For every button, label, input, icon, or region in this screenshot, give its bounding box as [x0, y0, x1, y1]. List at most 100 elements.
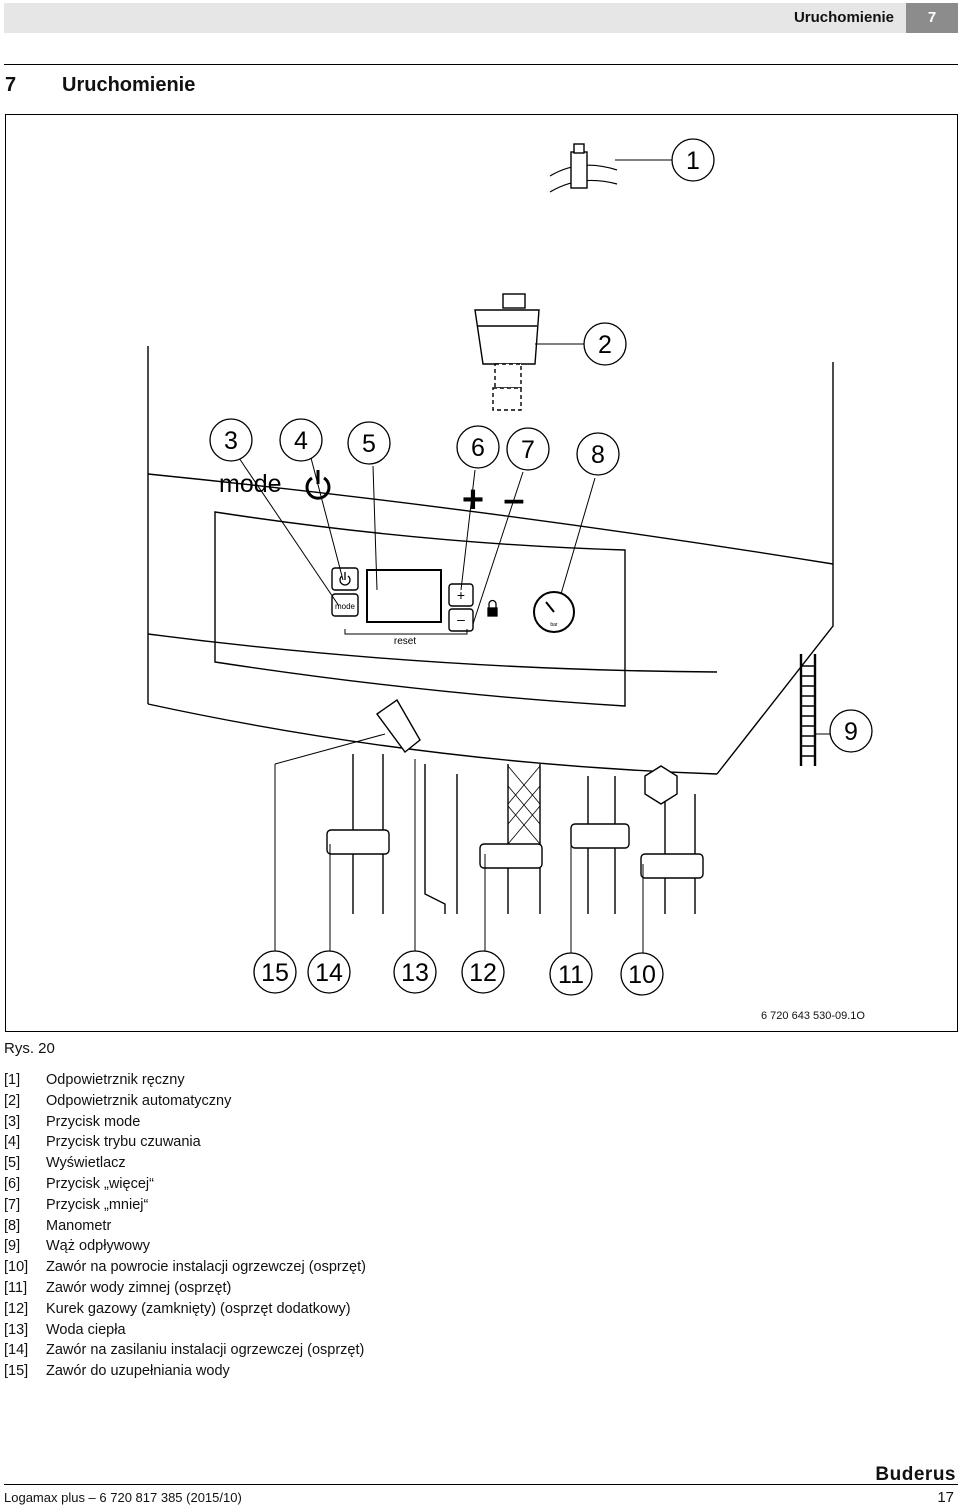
legend-text: Zawór na powrocie instalacji ogrzewczej … [46, 1259, 366, 1276]
header-bar [4, 3, 958, 33]
panel-mode-button [331, 593, 359, 617]
valve-10 [640, 853, 704, 879]
callout-15: 15 [261, 959, 289, 987]
callout-circle-6 [456, 425, 500, 469]
legend-text: Zawór wody zimnej (osprzęt) [46, 1279, 232, 1296]
section-title: Uruchomienie [62, 74, 196, 96]
minus-symbol: – [503, 479, 524, 521]
valve-14 [326, 829, 390, 855]
legend-key: [8] [4, 1217, 21, 1234]
legend-text: Odpowietrznik ręczny [46, 1072, 185, 1088]
boiler-illustration: 1 2 3 4 5 6 7 8 9 10 11 12 13 14 15 mode… [147, 138, 873, 996]
callout-circle-12 [461, 950, 505, 994]
callout-circle-15 [253, 950, 297, 994]
legend-text: Manometr [46, 1217, 112, 1234]
valve-12 [479, 843, 543, 869]
drain-hose [799, 654, 817, 766]
callout-circle-5 [347, 421, 391, 465]
mode-label: mode [219, 470, 282, 498]
legend-text: Odpowietrznik automatyczny [46, 1092, 232, 1109]
manual-vent-body [570, 151, 588, 189]
legend-text: Wąż odpływowy [46, 1238, 150, 1255]
legend-key: [15] [4, 1363, 29, 1380]
legend-key: [1] [4, 1072, 21, 1088]
filling-valve [376, 698, 421, 754]
legend-key: [13] [4, 1321, 29, 1338]
legend-text: Przycisk „mniej“ [46, 1196, 149, 1213]
legend-key: [14] [4, 1342, 29, 1359]
legend-key: [3] [4, 1113, 21, 1130]
auto-vent-body [474, 309, 540, 365]
plus-symbol: + [462, 479, 484, 521]
small-minus-label: – [457, 611, 465, 627]
callout-circle-3 [209, 418, 253, 462]
panel-minus-button [448, 608, 474, 632]
footer-rule [4, 1484, 958, 1485]
manometer-bar-label: bar [550, 622, 558, 628]
callout-circle-10 [620, 952, 664, 996]
power-icon [305, 470, 331, 500]
panel-manometer [533, 591, 575, 633]
panel-power-button [331, 567, 359, 591]
boiler-casing [147, 346, 834, 775]
legend-text: Przycisk trybu czuwania [46, 1134, 201, 1151]
control-panel [214, 511, 626, 707]
auto-vent-top [502, 293, 526, 309]
callout-circle-4 [279, 418, 323, 462]
callout-4: 4 [294, 427, 308, 455]
callout-circle-2 [583, 322, 627, 366]
callout-circle-11 [549, 952, 593, 996]
callout-circle-9 [829, 709, 873, 753]
legend-key: [7] [4, 1196, 21, 1213]
legend-key: [11] [4, 1279, 28, 1296]
page-number: 17 [937, 1489, 954, 1506]
figure-frame [5, 114, 958, 1032]
legend-key: [12] [4, 1300, 29, 1317]
callout-circle-7 [506, 427, 550, 471]
small-plus-label: + [457, 587, 465, 603]
legend-text: Kurek gazowy (zamknięty) (osprzęt dodatk… [46, 1300, 351, 1317]
small-power-icon [339, 572, 351, 586]
legend-key: [10] [4, 1259, 29, 1276]
callout-5: 5 [362, 430, 376, 458]
callout-6: 6 [471, 434, 485, 462]
callout-8: 8 [591, 441, 605, 469]
pipe-gas [507, 764, 541, 914]
callout-14: 14 [315, 959, 343, 987]
figure-caption: Rys. 20 [4, 1040, 55, 1057]
callout-12: 12 [469, 959, 497, 987]
brand-logo: Buderus [875, 1464, 956, 1485]
callout-circle-14 [307, 950, 351, 994]
callout-circle-1 [671, 138, 715, 182]
panel-plus-button [448, 583, 474, 607]
header-title: Uruchomienie [793, 9, 894, 26]
legend-key: [6] [4, 1175, 21, 1192]
pipe-hot-water [424, 764, 458, 914]
callout-1: 1 [686, 147, 700, 175]
callout-10: 10 [628, 961, 656, 989]
callout-3: 3 [224, 427, 238, 455]
header-rule [4, 64, 958, 65]
lock-icon [487, 599, 498, 617]
valve-10-cap [644, 765, 678, 805]
small-mode-label: mode [335, 602, 356, 611]
legend-key: [4] [4, 1134, 21, 1151]
legend-key: [2] [4, 1092, 21, 1109]
callout-11: 11 [558, 961, 584, 989]
legend-text: Zawór do uzupełniania wody [46, 1363, 230, 1380]
legend-key: [5] [4, 1155, 21, 1172]
header-chapter-number: 7 [906, 3, 958, 33]
legend-key: [9] [4, 1238, 21, 1255]
legend-text: Przycisk „więcej“ [46, 1175, 154, 1192]
legend-text: Wyświetlacz [46, 1155, 126, 1172]
legend-text: Zawór na zasilaniu instalacji ogrzewczej… [46, 1342, 365, 1359]
callout-13: 13 [401, 959, 429, 987]
panel-display [366, 569, 442, 623]
valve-11 [570, 823, 630, 849]
callout-circle-8 [576, 432, 620, 476]
callout-circle-13 [393, 950, 437, 994]
legend-text: Przycisk mode [46, 1113, 141, 1130]
callout-9: 9 [844, 718, 858, 746]
legend-text: Woda ciepła [46, 1321, 126, 1338]
boiler-top-curve [147, 473, 834, 565]
